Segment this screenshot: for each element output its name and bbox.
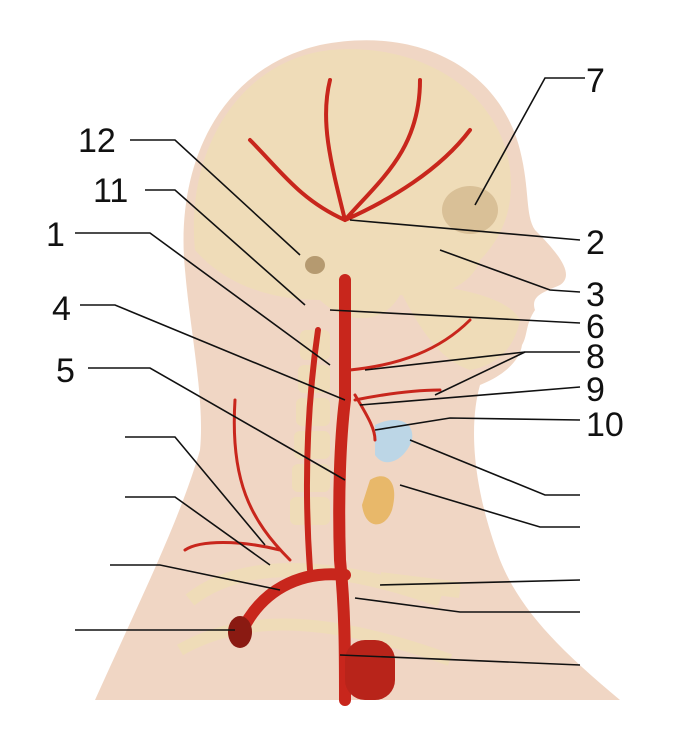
label-7: 7 bbox=[586, 62, 605, 100]
leader-unlabeled-r1 bbox=[409, 439, 580, 496]
label-9: 9 bbox=[586, 371, 605, 409]
leader-6 bbox=[329, 309, 581, 324]
label-1: 1 bbox=[46, 216, 65, 254]
subclavian-cut-end bbox=[228, 616, 252, 648]
leader-5 bbox=[88, 367, 346, 481]
leader-11 bbox=[145, 189, 306, 306]
leader-4 bbox=[80, 304, 346, 401]
label-3: 3 bbox=[586, 276, 605, 314]
leader-10 bbox=[374, 417, 581, 431]
leader-8b bbox=[434, 351, 526, 396]
facial-lingual-branches bbox=[348, 318, 472, 442]
clavicle-and-ribs bbox=[177, 563, 461, 666]
leader-lines bbox=[75, 77, 585, 666]
leader-1 bbox=[75, 232, 331, 366]
label-6: 6 bbox=[586, 308, 605, 346]
ear-canal bbox=[305, 256, 325, 274]
label-10: 10 bbox=[586, 406, 624, 444]
leader-unlabeled-r3 bbox=[379, 579, 581, 586]
leader-unlabeled-r2 bbox=[399, 484, 580, 528]
orbit bbox=[442, 186, 498, 234]
thyroid-cartilage bbox=[375, 420, 413, 463]
label-4: 4 bbox=[52, 290, 71, 328]
common-carotid-artery bbox=[333, 274, 352, 706]
thyrocervical-branches bbox=[183, 398, 292, 562]
label-8: 8 bbox=[586, 338, 605, 376]
leader-7 bbox=[474, 77, 585, 206]
leader-unlabeled-r5 bbox=[339, 654, 581, 666]
leader-9 bbox=[359, 386, 581, 406]
label-11: 11 bbox=[93, 172, 128, 210]
number-labels: 7 12 11 1 4 5 2 3 6 8 9 10 bbox=[46, 62, 624, 444]
label-12: 12 bbox=[78, 122, 116, 160]
leader-unlabeled-l3 bbox=[110, 564, 281, 591]
superficial-temporal-branches bbox=[248, 78, 472, 222]
label-2: 2 bbox=[586, 224, 605, 262]
leader-unlabeled-r4 bbox=[354, 597, 580, 613]
thyroid-gland bbox=[362, 476, 395, 525]
leader-12 bbox=[130, 139, 301, 256]
skull bbox=[193, 49, 520, 370]
leader-2 bbox=[349, 219, 581, 241]
leader-unlabeled-l1 bbox=[125, 436, 266, 546]
aorta-arch bbox=[345, 640, 395, 700]
label-5: 5 bbox=[56, 352, 75, 390]
leader-unlabeled-l2 bbox=[125, 496, 271, 566]
leader-3 bbox=[439, 249, 581, 293]
